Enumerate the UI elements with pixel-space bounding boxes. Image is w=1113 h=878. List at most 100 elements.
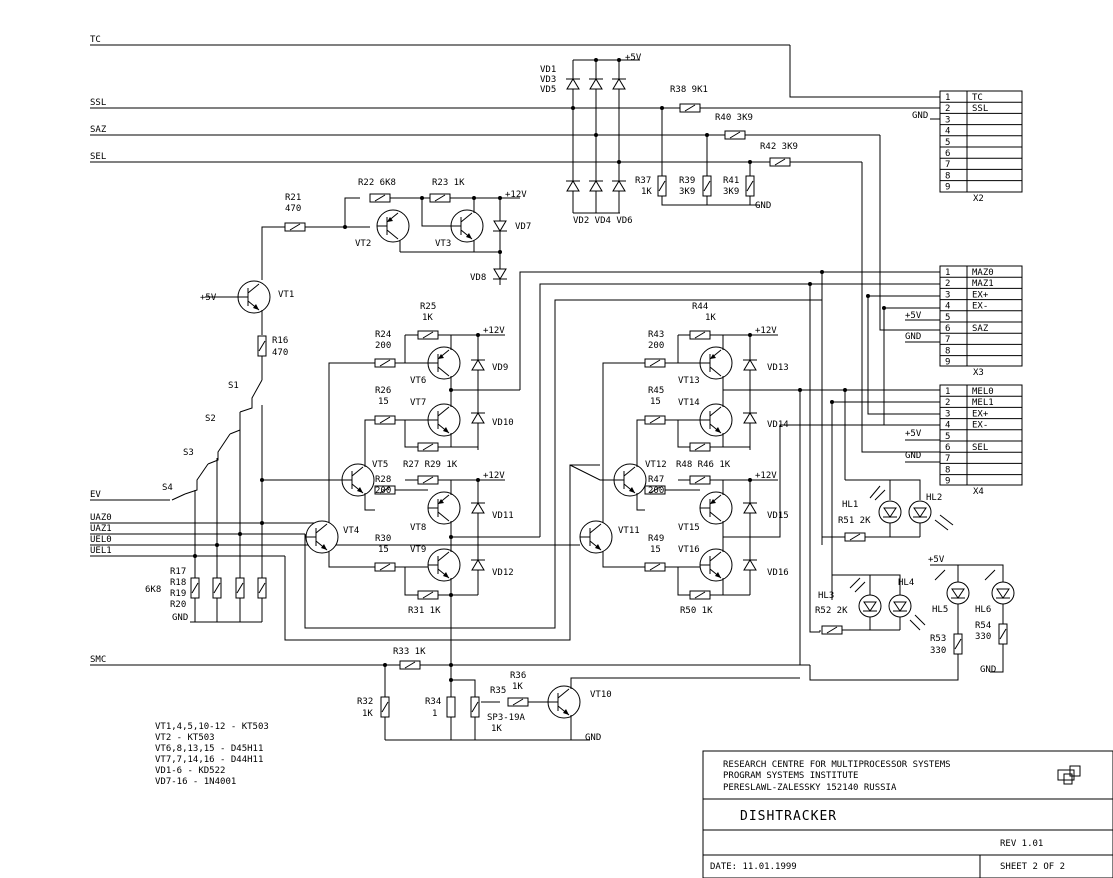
value-r37: 1K [641, 187, 652, 197]
label-vt9: VT9 [410, 545, 426, 555]
gnd-label-divider: GND [755, 201, 771, 211]
note-line: VT6,8,13,15 - D45H11 [155, 744, 263, 754]
label-r35: R35 [490, 686, 506, 696]
connector-pin-number: 2 [945, 398, 950, 408]
label-r51: R51 2K [838, 516, 871, 526]
value-r28: 200 [375, 486, 391, 496]
net-label-saz: SAZ [90, 125, 107, 135]
supply-label-5v-x3: +5V [905, 311, 922, 321]
connector-signal-label: SAZ [972, 324, 989, 334]
drawing-title: DISHTRACKER [740, 809, 837, 824]
note-line: VD7-16 - 1N4001 [155, 777, 236, 787]
connector-pin-number: 3 [945, 115, 950, 125]
switch-ladder-s1-s4 [171, 379, 267, 623]
value-r30: 15 [378, 545, 389, 555]
connector-pin-number: 4 [945, 302, 950, 312]
label-r19: R19 [170, 589, 186, 599]
label-r31: R31 1K [408, 606, 441, 616]
label-r33: R33 1K [393, 647, 426, 657]
label-r16: R16 [272, 336, 288, 346]
value-r17-r20: 6K8 [145, 585, 161, 595]
gnd-label-leds: GND [980, 665, 996, 675]
connector-pin-number: 5 [945, 313, 950, 323]
label-vt4: VT4 [343, 526, 359, 536]
connector-pin-number: 6 [945, 149, 950, 159]
connector-pin-number: 7 [945, 160, 950, 170]
net-label-smc: SMC [90, 655, 106, 665]
vt1-vt2-vt3-stage [205, 193, 520, 380]
led-indicators [809, 479, 1015, 681]
connector-x2-box [939, 90, 1023, 193]
label-s3: S3 [183, 448, 194, 458]
connector-signal-label: EX- [972, 421, 988, 431]
connector-pin-number: 8 [945, 465, 950, 475]
azimuth-h-bridge [262, 330, 540, 665]
connector-x2-ref: X2 [973, 194, 984, 204]
label-s1: S1 [228, 381, 239, 391]
part-notes: VT1,4,5,10-12 - KT503 VT2 - KT503 VT6,8,… [155, 722, 269, 787]
label-r25: R25 [420, 302, 436, 312]
label-r24: R24 [375, 330, 391, 340]
value-r16: 470 [272, 348, 288, 358]
connector-x4-ref: X4 [973, 487, 984, 497]
sheet-number: SHEET 2 OF 2 [1000, 862, 1065, 872]
value-r34: 1 [432, 709, 437, 719]
value-r47: 200 [648, 486, 664, 496]
connector-pin-number: 5 [945, 432, 950, 442]
label-vd12: VD12 [492, 568, 514, 578]
connector-signal-label: MAZ0 [972, 268, 994, 278]
label-vd7: VD7 [515, 222, 531, 232]
value-r49: 15 [650, 545, 661, 555]
note-line: VT7,7,14,16 - D44H11 [155, 755, 263, 765]
supply-label-12v-vt15: +12V [755, 471, 777, 481]
value-r41: 3K9 [723, 187, 739, 197]
supply-label-12v-vt8: +12V [483, 471, 505, 481]
connector-pin-number: 6 [945, 443, 950, 453]
supply-label-5v-x4: +5V [905, 429, 922, 439]
label-r28: R28 [375, 475, 391, 485]
value-r25: 1K [422, 313, 433, 323]
label-r37: R37 [635, 176, 651, 186]
label-vt5: VT5 [372, 460, 388, 470]
connector-pin-number: 1 [945, 268, 950, 278]
supply-label-5v-vt1: +5V [200, 293, 217, 303]
connector-pin-number: 7 [945, 454, 950, 464]
connector-x4-box [939, 384, 1023, 486]
label-vd1: VD1 [540, 65, 556, 75]
drawing-date: DATE: 11.01.1999 [710, 862, 797, 872]
label-vt13: VT13 [678, 376, 700, 386]
value-r21: 470 [285, 204, 301, 214]
label-r30: R30 [375, 534, 391, 544]
gnd-label-x3: GND [905, 332, 921, 342]
net-label-ev: EV [90, 490, 101, 500]
connector-pin-number: 9 [945, 358, 950, 368]
value-r43: 200 [648, 341, 664, 351]
label-r40: R40 3K9 [715, 113, 753, 123]
supply-label-12v-vt6: +12V [483, 326, 505, 336]
label-hl6: HL6 [975, 605, 991, 615]
label-r22: R22 6K8 [358, 178, 396, 188]
label-vt7: VT7 [410, 398, 426, 408]
net-label-uel1: UEL1 [90, 546, 112, 556]
note-line: VT2 - KT503 [155, 733, 215, 743]
label-vd3: VD3 [540, 75, 556, 85]
label-hl5: HL5 [932, 605, 948, 615]
label-vd10: VD10 [492, 418, 514, 428]
label-r20: R20 [170, 600, 186, 610]
label-hl4: HL4 [898, 578, 914, 588]
revision: REV 1.01 [1000, 839, 1043, 849]
label-r44: R44 [692, 302, 708, 312]
label-r36: R36 [510, 671, 526, 681]
value-r53: 330 [930, 646, 946, 656]
label-vd16: VD16 [767, 568, 789, 578]
type-r35: SP3-19A [487, 713, 526, 723]
connector-signal-label: MEL0 [972, 387, 994, 397]
supply-label-12v-vt3: +12V [505, 190, 527, 200]
ssl-saz-sel-dividers [657, 103, 791, 206]
label-r39: R39 [679, 176, 695, 186]
net-label-uaz1: UAZ1 [90, 524, 112, 534]
label-vd14: VD14 [767, 420, 789, 430]
label-r38: R38 9K1 [670, 85, 708, 95]
